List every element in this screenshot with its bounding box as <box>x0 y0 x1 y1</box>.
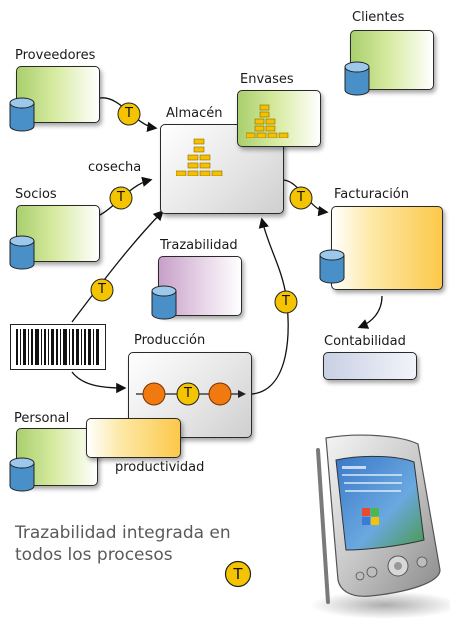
socios-database-icon <box>9 235 35 270</box>
socios-label: Socios <box>15 187 57 202</box>
trace-token-socios: T <box>109 186 133 210</box>
arrow-barcode-almacen <box>71 210 164 323</box>
proveedores-label: Proveedores <box>15 48 96 63</box>
trace-token-proveedores: T <box>117 102 141 126</box>
caption-line-2: todos los procesos <box>15 545 173 565</box>
productividad-label: productividad <box>115 460 205 475</box>
pda-device-illustration <box>310 434 450 619</box>
contabilidad-label: Contabilidad <box>324 334 406 349</box>
caption-line-1: Trazabilidad integrada en <box>15 523 231 543</box>
produccion-label: Producción <box>134 333 206 348</box>
trace-token-legend: T <box>224 560 252 588</box>
almacen-label: Almacén <box>166 106 223 121</box>
envases-label: Envases <box>240 72 294 87</box>
arrow-facturacion-contabilidad <box>357 295 383 329</box>
trace-token-facturacion: T <box>289 186 313 210</box>
facturacion-box <box>331 206 443 290</box>
facturacion-label: Facturación <box>334 187 409 202</box>
clientes-database-icon <box>344 61 370 96</box>
trazabilidad-database-icon <box>151 285 177 320</box>
trazabilidad-label: Trazabilidad <box>160 238 238 253</box>
process-node-start <box>142 382 166 406</box>
personal-label: Personal <box>14 411 70 426</box>
contabilidad-box <box>323 352 417 380</box>
trace-token-produccion: T <box>176 382 200 406</box>
arrow-barcode-produccion <box>71 371 127 394</box>
trace-token-produccion-return: T <box>274 290 298 314</box>
process-node-end <box>208 382 232 406</box>
facturacion-database-icon <box>319 249 345 284</box>
barcode-icon <box>10 324 106 370</box>
productividad-box <box>86 418 181 458</box>
clientes-label: Clientes <box>352 10 405 25</box>
proveedores-database-icon <box>9 97 35 132</box>
personal-database-icon <box>9 457 35 492</box>
trace-token-barcode: T <box>90 278 114 302</box>
envases-stock-bars-icon <box>246 104 289 138</box>
cosecha-label: cosecha <box>88 160 142 175</box>
almacen-stock-bars-icon <box>176 138 223 176</box>
